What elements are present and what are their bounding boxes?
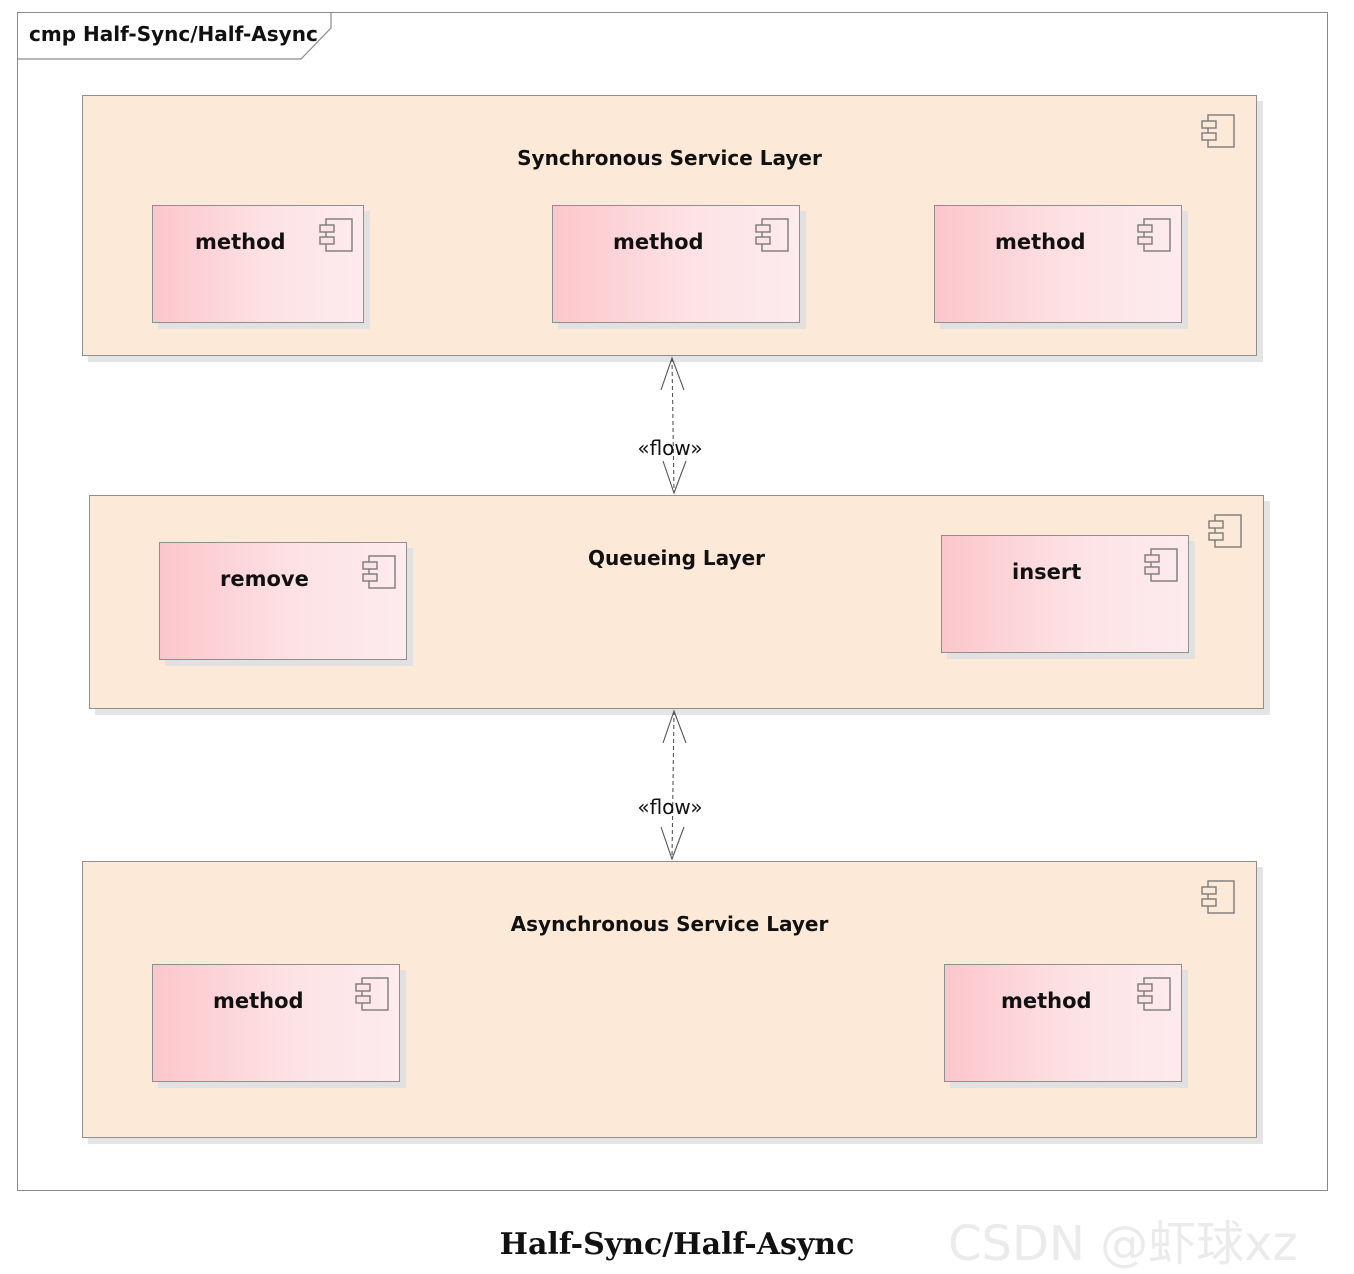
component-icon: [319, 218, 353, 252]
component-label: remove: [220, 567, 309, 591]
component-icon: [1208, 514, 1242, 548]
diagram-caption: Half-Sync/Half-Async: [499, 1227, 855, 1262]
flow-label: «flow»: [637, 436, 703, 460]
watermark: CSDN @虾球xz: [948, 1216, 1298, 1272]
flow-arrow-sync-queue[interactable]: [660, 356, 687, 495]
component-label: method: [1001, 989, 1092, 1013]
component-icon: [1137, 977, 1171, 1011]
flow-arrow-queue-async[interactable]: [660, 709, 687, 861]
component-icon: [1201, 880, 1235, 914]
component-insert[interactable]: insert: [941, 535, 1189, 653]
component-icon: [355, 977, 389, 1011]
component-icon: [1137, 218, 1171, 252]
layer-title: Synchronous Service Layer: [517, 146, 822, 170]
component-icon: [755, 218, 789, 252]
component-label: method: [213, 989, 304, 1013]
component-label: method: [995, 230, 1086, 254]
layer-title: Queueing Layer: [587, 546, 766, 570]
component-label: method: [195, 230, 286, 254]
component-label: insert: [1012, 560, 1082, 584]
component-method[interactable]: method: [934, 205, 1182, 323]
component-icon: [1201, 114, 1235, 148]
component-icon: [1144, 548, 1178, 582]
component-remove[interactable]: remove: [159, 542, 407, 660]
flow-label: «flow»: [637, 795, 703, 819]
component-icon: [362, 555, 396, 589]
frame-tab: [17, 12, 332, 60]
component-method[interactable]: method: [152, 205, 364, 323]
component-method[interactable]: method: [152, 964, 400, 1082]
component-label: method: [613, 230, 704, 254]
layer-title: Asynchronous Service Layer: [510, 912, 829, 936]
component-method[interactable]: method: [552, 205, 800, 323]
component-method[interactable]: method: [944, 964, 1182, 1082]
frame-label: cmp Half-Sync/Half-Async: [29, 22, 318, 46]
